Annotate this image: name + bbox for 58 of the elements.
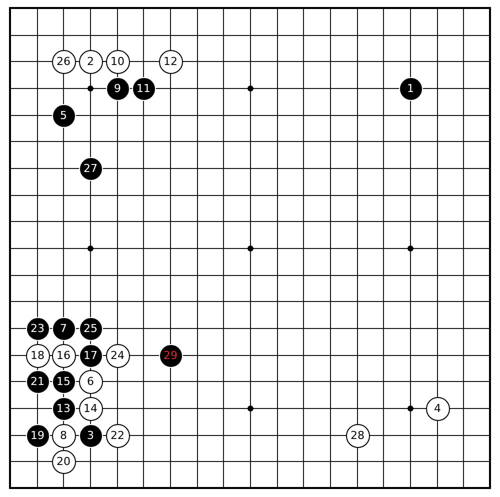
go-stone bbox=[132, 76, 156, 100]
move-number: 28 bbox=[350, 430, 364, 442]
go-stone bbox=[26, 344, 50, 368]
move-number: 21 bbox=[30, 376, 44, 388]
move-number: 1 bbox=[407, 82, 414, 94]
move-number: 11 bbox=[136, 82, 150, 94]
go-stone bbox=[52, 396, 76, 420]
go-stone bbox=[78, 370, 102, 394]
move-number: 27 bbox=[84, 162, 98, 174]
move-number: 2 bbox=[87, 56, 94, 68]
move-number: 13 bbox=[56, 402, 70, 414]
go-stone bbox=[106, 424, 130, 448]
go-stone bbox=[26, 370, 50, 394]
go-stone bbox=[398, 76, 422, 100]
go-stone bbox=[78, 344, 102, 368]
go-stone bbox=[52, 344, 76, 368]
move-number: 5 bbox=[60, 110, 67, 122]
go-stone bbox=[158, 344, 182, 368]
move-number: 7 bbox=[60, 322, 67, 334]
go-stone bbox=[52, 316, 76, 340]
move-number: 20 bbox=[56, 456, 70, 468]
go-stone bbox=[346, 424, 370, 448]
go-stone bbox=[78, 396, 102, 420]
go-stone bbox=[26, 424, 50, 448]
go-stone bbox=[106, 344, 130, 368]
go-stone bbox=[52, 450, 76, 474]
go-stone bbox=[106, 50, 130, 74]
go-stone bbox=[52, 50, 76, 74]
move-number: 26 bbox=[56, 56, 70, 68]
go-stone bbox=[26, 316, 50, 340]
move-number: 29 bbox=[164, 350, 178, 362]
move-number: 8 bbox=[60, 430, 67, 442]
go-stone bbox=[78, 50, 102, 74]
move-number: 19 bbox=[30, 430, 44, 442]
move-number: 12 bbox=[164, 56, 178, 68]
go-stone bbox=[52, 370, 76, 394]
go-stone bbox=[78, 316, 102, 340]
move-number: 22 bbox=[110, 430, 124, 442]
move-number: 18 bbox=[30, 350, 44, 362]
go-stone bbox=[78, 424, 102, 448]
move-number: 9 bbox=[114, 82, 121, 94]
go-stone bbox=[426, 396, 450, 420]
go-stone bbox=[52, 424, 76, 448]
move-number: 25 bbox=[84, 322, 98, 334]
go-stone bbox=[52, 104, 76, 128]
go-stone bbox=[78, 156, 102, 180]
move-number: 23 bbox=[30, 322, 44, 334]
move-number: 15 bbox=[56, 376, 70, 388]
move-number: 16 bbox=[56, 350, 70, 362]
move-number: 24 bbox=[110, 350, 124, 362]
move-number: 4 bbox=[434, 402, 441, 414]
move-number: 3 bbox=[87, 430, 94, 442]
go-stone bbox=[106, 76, 130, 100]
move-number: 10 bbox=[110, 56, 124, 68]
move-number: 6 bbox=[87, 376, 94, 388]
go-stone bbox=[158, 50, 182, 74]
move-number: 14 bbox=[84, 402, 98, 414]
move-number: 17 bbox=[84, 350, 98, 362]
